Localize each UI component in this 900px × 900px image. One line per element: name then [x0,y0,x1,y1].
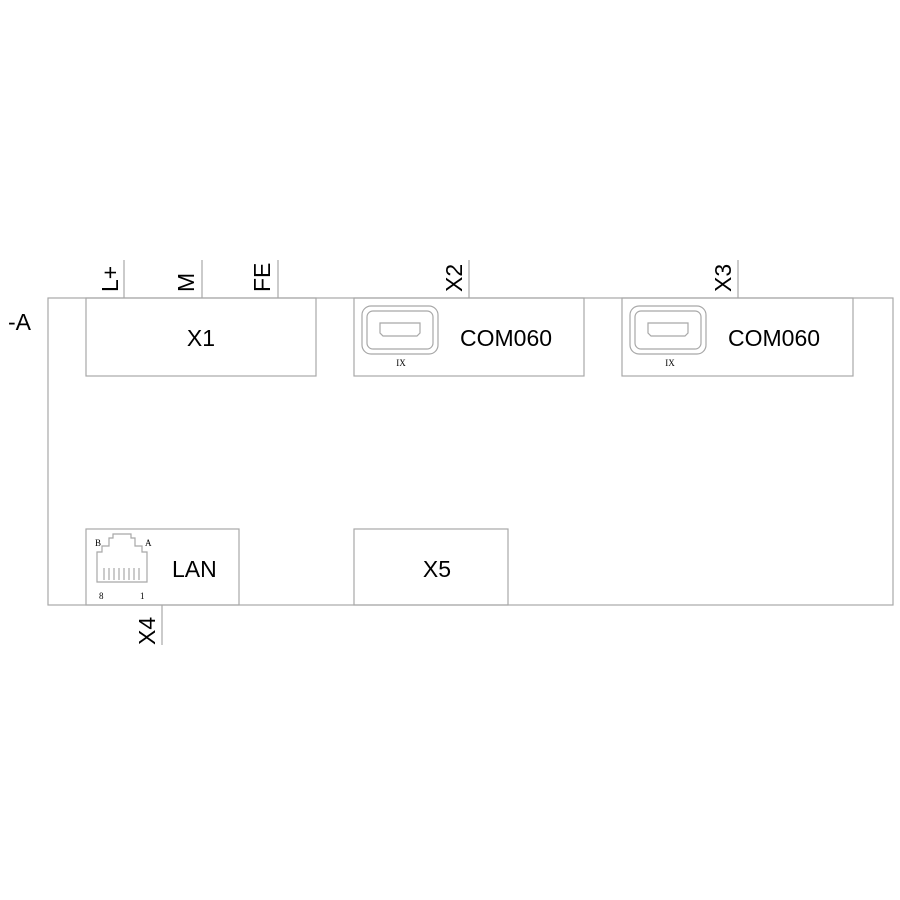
terminal-lplus: L+ [97,266,123,292]
pin-1: 1 [140,591,145,601]
block-x2-label: COM060 [460,325,552,351]
block-x5-label: X5 [423,556,451,582]
terminal-m: M [173,273,199,292]
terminal-x2: X2 [441,264,467,292]
device-label: -A [8,309,32,335]
pin-a: A [145,538,152,548]
rj45-port-icon [96,533,148,583]
block-x5: X5 [353,528,509,606]
block-x3: IX COM060 [621,297,854,377]
terminal-fe: FE [249,263,275,292]
pin-8: 8 [99,591,104,601]
port-mark: IX [665,358,675,368]
pin-b: B [95,538,101,548]
block-x3-label: COM060 [728,325,820,351]
block-x1: X1 [85,297,317,377]
port-mark: IX [396,358,406,368]
block-lan: B A 8 1 LAN [85,528,240,606]
terminal-lines [123,260,739,645]
block-x2: IX COM060 [353,297,585,377]
usb-port-icon [361,305,439,355]
block-x1-label: X1 [187,325,215,351]
usb-port-icon [629,305,707,355]
block-lan-label: LAN [172,556,217,582]
terminal-x3: X3 [710,264,736,292]
terminal-x4: X4 [134,617,160,645]
